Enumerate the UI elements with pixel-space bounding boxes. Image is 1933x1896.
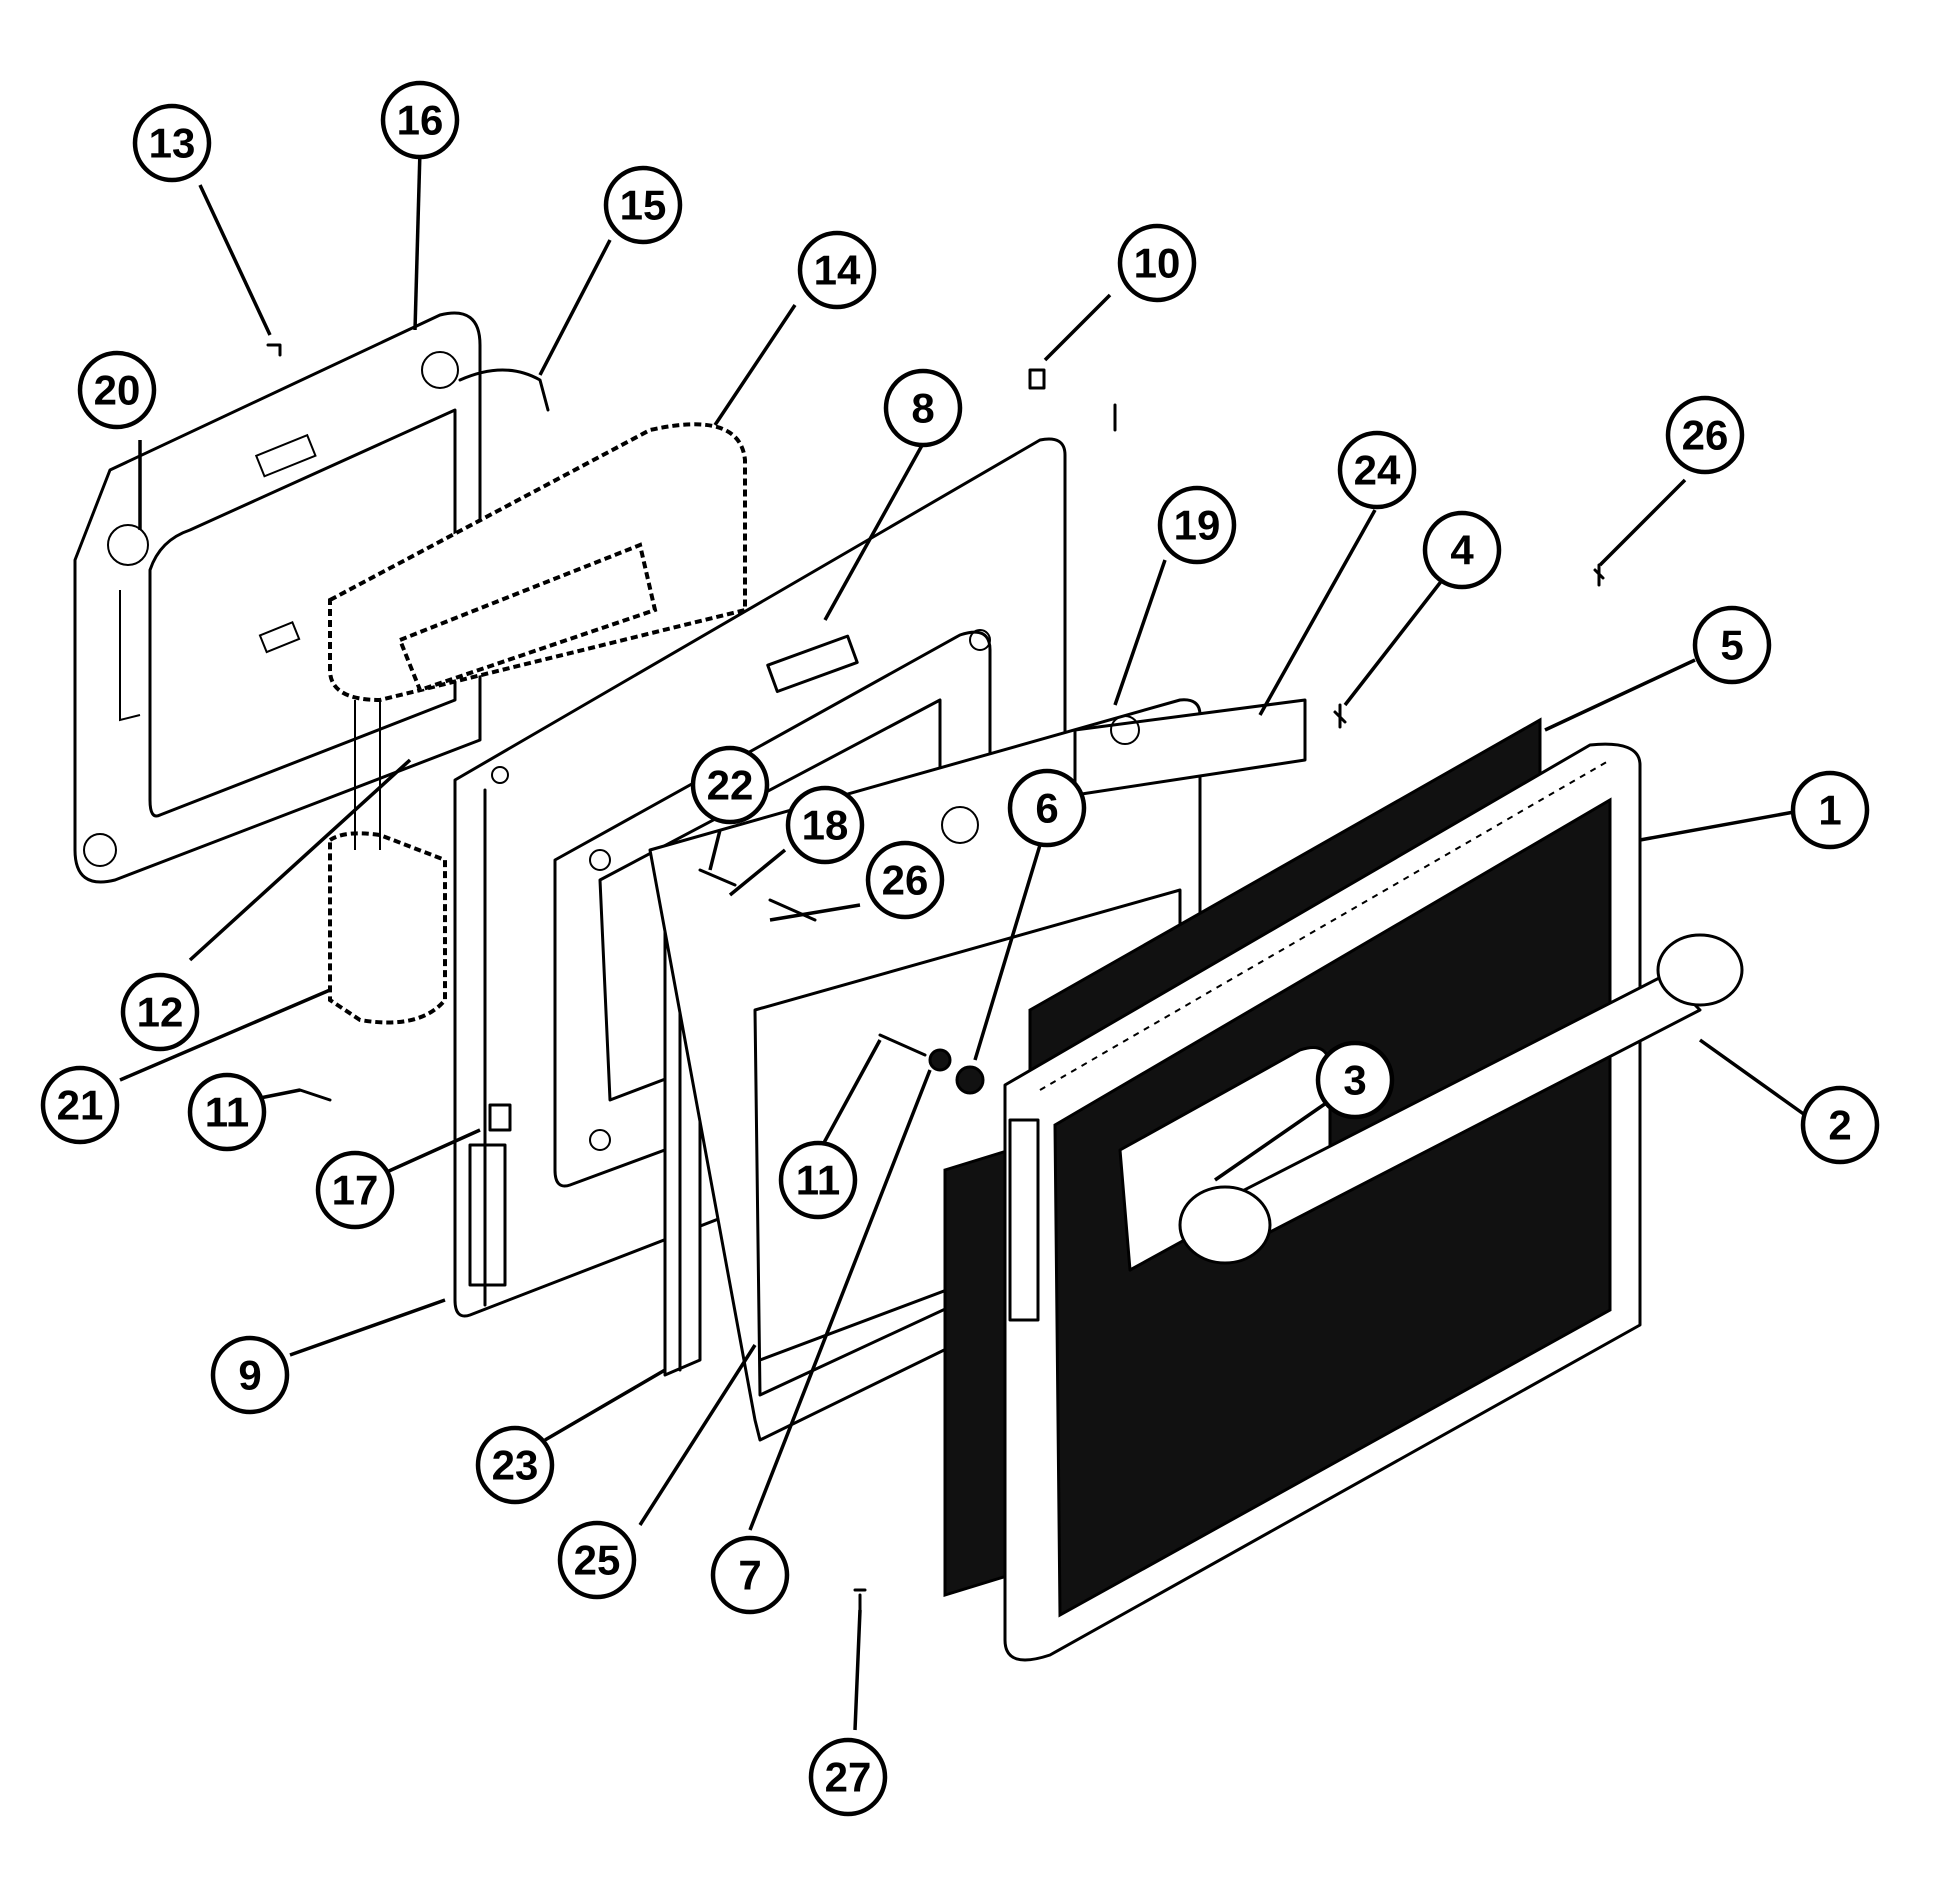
svg-text:16: 16 [397,97,444,144]
svg-text:5: 5 [1720,622,1743,669]
svg-text:17: 17 [332,1167,379,1214]
callout-11a: 11 [187,1072,267,1152]
leader-13 [198,184,272,336]
svg-text:24: 24 [1354,447,1401,494]
svg-text:1: 1 [1818,787,1841,834]
svg-text:8: 8 [911,385,934,432]
leader-14 [713,304,797,426]
door-handle [1178,933,1744,1265]
svg-text:10: 10 [1134,240,1181,287]
svg-text:2: 2 [1828,1102,1851,1149]
callout-20: 20 [77,350,157,430]
callout-2: 2 [1800,1085,1880,1165]
lower-insulation [328,700,447,1025]
vent-bracket [1073,698,1307,797]
svg-text:22: 22 [707,762,754,809]
svg-text:19: 19 [1174,502,1221,549]
leader-24 [1258,509,1377,716]
svg-text:27: 27 [825,1754,872,1801]
leader-4 [1343,568,1452,707]
leader-17 [379,1128,481,1177]
leader-27 [853,1609,862,1731]
svg-text:13: 13 [149,120,196,167]
callout-22: 22 [690,745,770,825]
svg-text:23: 23 [492,1442,539,1489]
svg-text:20: 20 [94,367,141,414]
leader-18 [728,848,787,897]
leader-1 [1639,808,1806,842]
callout-9: 9 [210,1335,290,1415]
callout-14: 14 [797,230,877,310]
leader-7 [748,1069,932,1531]
leader-5 [1544,658,1696,732]
callout-3: 3 [1315,1040,1395,1120]
callout-24: 24 [1337,430,1417,510]
leader-lines [119,149,1807,1731]
svg-text:12: 12 [137,989,184,1036]
svg-text:26: 26 [882,857,929,904]
callout-21: 21 [40,1065,120,1145]
svg-text:9: 9 [238,1352,261,1399]
callout-11b: 11 [778,1140,858,1220]
callout-7: 7 [710,1535,790,1615]
callout-15: 15 [603,165,683,245]
callout-6: 6 [1007,768,1087,848]
callout-12: 12 [120,972,200,1052]
callout-19: 19 [1157,485,1237,565]
leader-23 [544,1368,666,1442]
callouts: 1 2 3 4 5 6 7 8 9 10 11 11 12 13 14 15 1… [40,80,1880,1817]
leader-25 [638,1344,757,1526]
callout-26a: 26 [1665,395,1745,475]
leader-2 [1698,1038,1807,1117]
svg-text:14: 14 [814,247,861,294]
callout-4: 4 [1422,510,1502,590]
svg-text:25: 25 [574,1537,621,1584]
svg-text:6: 6 [1035,785,1058,832]
callout-16: 16 [380,80,460,160]
leader-12 [188,758,412,962]
callout-25: 25 [557,1520,637,1600]
leader-15 [538,239,612,376]
leader-6 [973,844,1042,1061]
callout-5: 5 [1692,605,1772,685]
hardware [266,343,1605,1615]
svg-text:26: 26 [1682,412,1729,459]
svg-text:15: 15 [620,182,667,229]
leader-8 [823,439,927,621]
svg-text:18: 18 [802,802,849,849]
callout-8: 8 [883,368,963,448]
callout-1: 1 [1790,770,1870,850]
svg-text:3: 3 [1343,1057,1366,1104]
upper-insulation [328,422,747,703]
callout-27: 27 [808,1737,888,1817]
leader-21 [119,988,331,1082]
callout-18: 18 [785,785,865,865]
leader-26b [769,903,861,922]
leader-10 [1043,293,1112,362]
leader-22 [708,829,722,871]
leader-19 [1113,559,1167,706]
svg-text:7: 7 [738,1552,761,1599]
svg-text:21: 21 [57,1082,104,1129]
svg-text:11: 11 [796,1157,840,1204]
leader-16 [413,149,422,331]
leader-11b [818,1039,882,1151]
callout-13: 13 [132,103,212,183]
svg-text:4: 4 [1450,527,1474,574]
leader-26a [1598,478,1687,567]
callout-26b: 26 [865,840,945,920]
callout-17: 17 [315,1150,395,1230]
svg-text:11: 11 [205,1089,249,1136]
callout-10: 10 [1117,223,1197,303]
callout-23: 23 [475,1425,555,1505]
leader-9 [289,1298,446,1357]
leader-3 [1214,1088,1346,1182]
